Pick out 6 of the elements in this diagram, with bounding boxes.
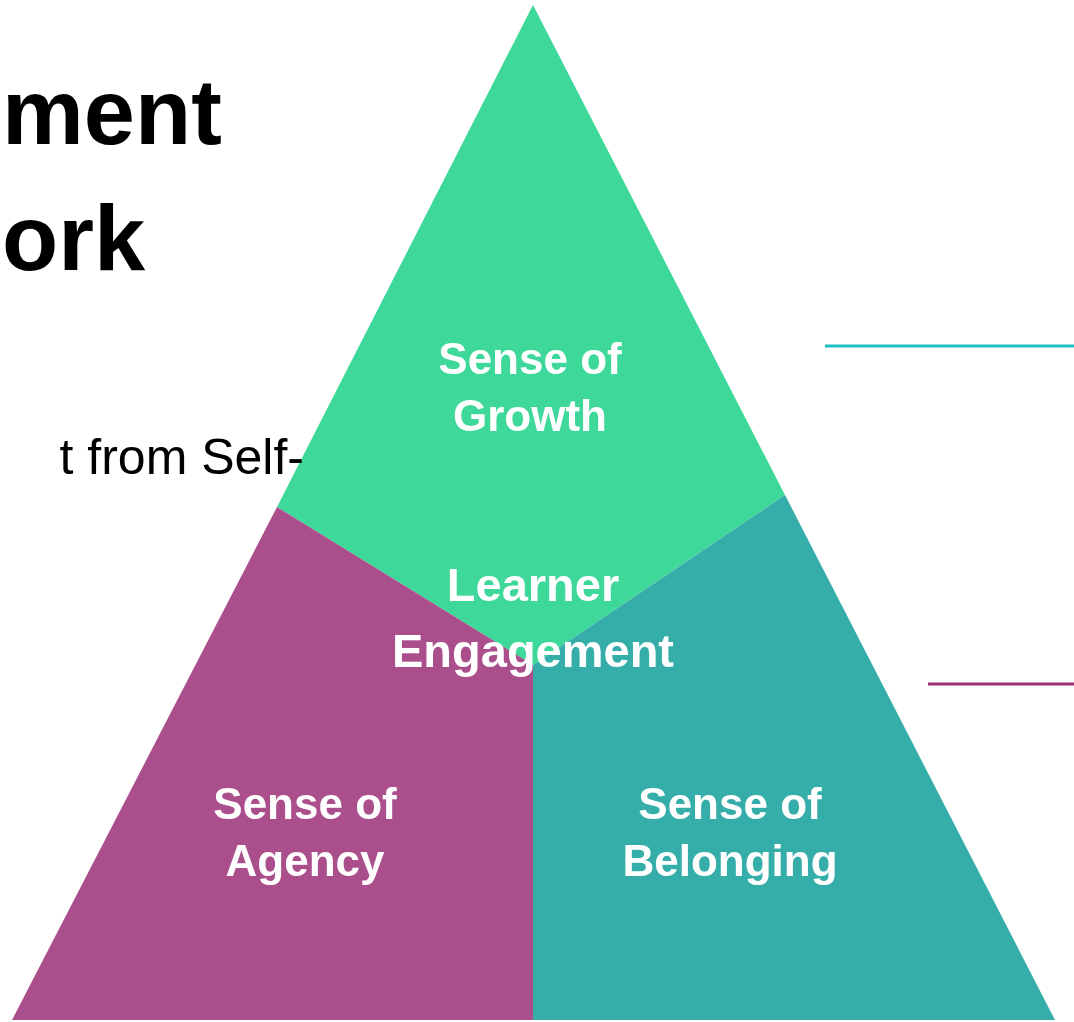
subtitle-text: t from Self- — [59, 432, 304, 482]
title-text: ment — [2, 66, 222, 158]
segment-label: Sense of Growth — [437, 333, 623, 443]
segment-label: Sense of Belonging — [621, 778, 839, 888]
segment-label: Sense of Agency — [212, 778, 398, 888]
title-text: ork — [2, 192, 146, 284]
